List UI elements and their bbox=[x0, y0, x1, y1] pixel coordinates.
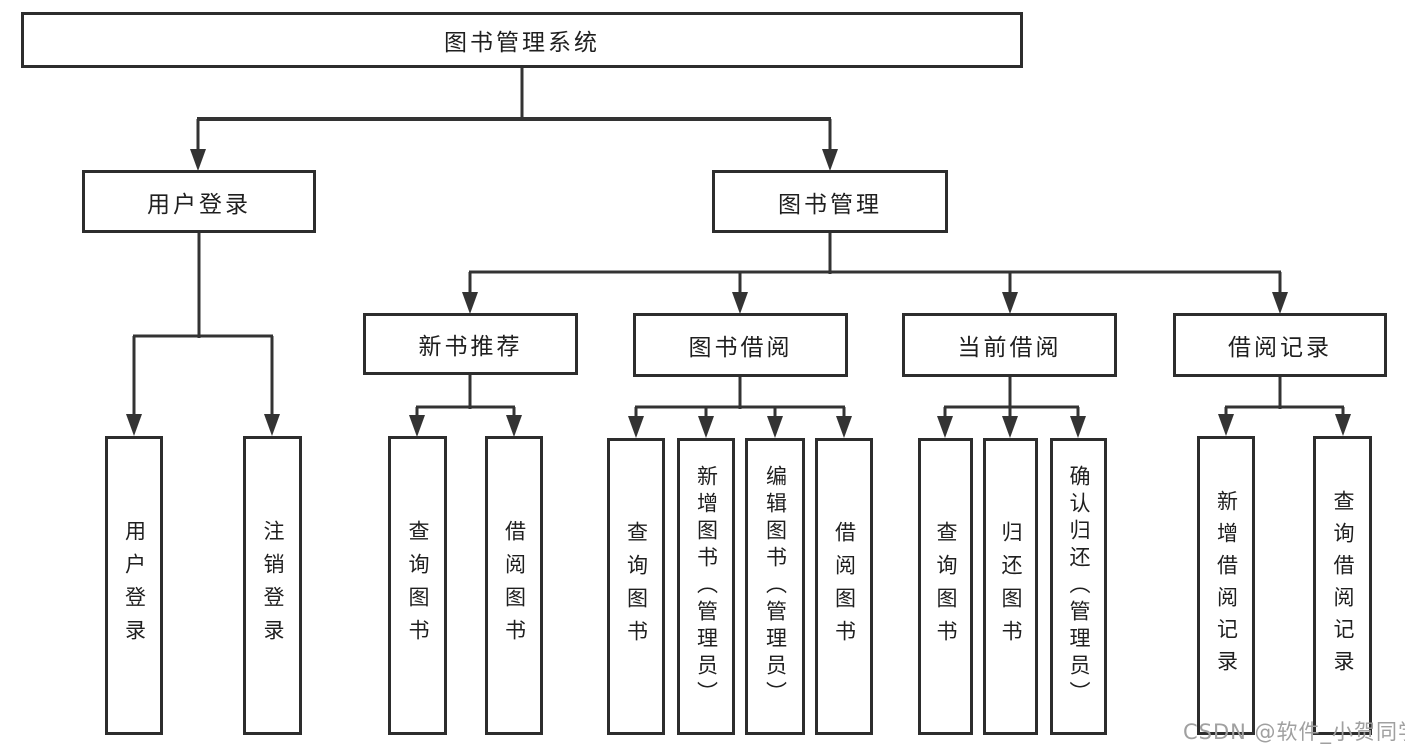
leaf-label: 归还图书 bbox=[999, 520, 1023, 653]
leaf-edit-books-admin: 编辑图书（管理员） bbox=[745, 438, 805, 735]
node-library-management-system: 图书管理系统 bbox=[21, 12, 1023, 68]
node-label: 用户登录 bbox=[147, 191, 251, 218]
leaf-label: 借阅图书 bbox=[832, 520, 857, 653]
leaf-logout: 注销登录 bbox=[243, 436, 302, 735]
leaf-label: 新增借阅记录 bbox=[1214, 489, 1239, 682]
leaf-confirm-return-admin: 确认归还（管理员） bbox=[1050, 438, 1107, 735]
node-user-login-branch: 用户登录 bbox=[82, 170, 316, 233]
leaf-return-books: 归还图书 bbox=[983, 438, 1038, 735]
leaf-label: 用户登录 bbox=[122, 519, 147, 652]
leaf-label: 查询图书 bbox=[406, 519, 430, 652]
node-label: 新书推荐 bbox=[418, 334, 523, 360]
leaf-query-books-current: 查询图书 bbox=[918, 438, 973, 735]
node-label: 当前借阅 bbox=[957, 335, 1062, 361]
leaf-label: 借阅图书 bbox=[502, 519, 527, 652]
leaf-user-login: 用户登录 bbox=[105, 436, 163, 735]
watermark-text: CSDN @软件_小贺同学 bbox=[1183, 720, 1405, 744]
leaf-query-books-borrowing: 查询图书 bbox=[607, 438, 665, 735]
leaf-label: 查询图书 bbox=[624, 520, 649, 653]
leaf-borrow-books-recommend: 借阅图书 bbox=[485, 436, 543, 735]
node-label: 图书借阅 bbox=[688, 335, 793, 361]
node-current-borrowing: 当前借阅 bbox=[902, 313, 1117, 377]
node-new-book-recommend: 新书推荐 bbox=[363, 313, 578, 375]
leaf-add-borrow-record: 新增借阅记录 bbox=[1197, 436, 1255, 735]
leaf-query-borrow-record: 查询借阅记录 bbox=[1313, 436, 1372, 735]
node-label: 图书管理 bbox=[778, 191, 882, 218]
leaf-label: 确认归还（管理员） bbox=[1067, 465, 1091, 708]
leaf-borrow-books: 借阅图书 bbox=[815, 438, 873, 735]
leaf-label: 查询图书 bbox=[934, 520, 958, 653]
leaf-label: 查询借阅记录 bbox=[1331, 489, 1355, 682]
node-borrowing-records: 借阅记录 bbox=[1173, 313, 1387, 377]
leaf-add-books-admin: 新增图书（管理员） bbox=[677, 438, 735, 735]
leaf-label: 编辑图书（管理员） bbox=[763, 465, 788, 708]
node-label: 图书管理系统 bbox=[444, 30, 600, 56]
leaf-label: 新增图书（管理员） bbox=[694, 465, 719, 708]
node-label: 借阅记录 bbox=[1228, 335, 1332, 361]
node-book-borrowing: 图书借阅 bbox=[633, 313, 848, 377]
leaf-query-books-recommend: 查询图书 bbox=[388, 436, 447, 735]
node-book-management-branch: 图书管理 bbox=[712, 170, 948, 233]
leaf-label: 注销登录 bbox=[261, 519, 285, 652]
